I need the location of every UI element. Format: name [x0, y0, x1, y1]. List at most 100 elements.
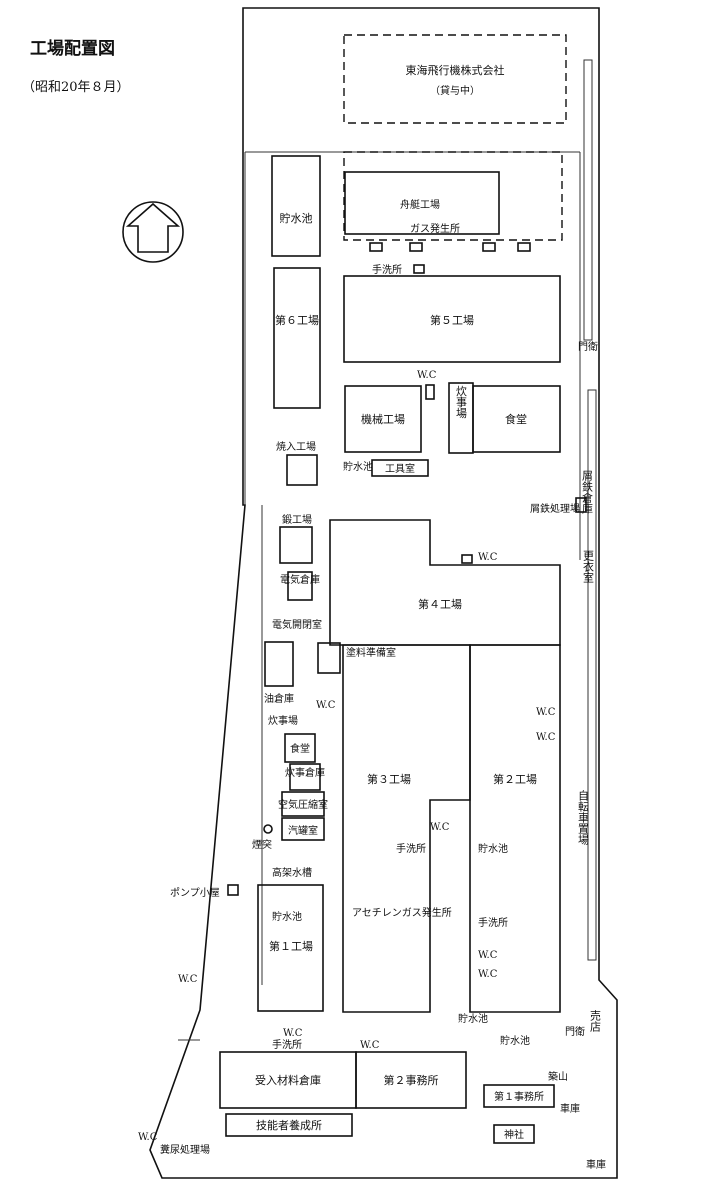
label-washroom-4: 手洗所: [272, 1038, 302, 1051]
label-wc-2: W.C: [478, 552, 498, 563]
label-machine: 機械工場: [361, 412, 405, 426]
label-bicycle: 自転車置場: [577, 790, 590, 846]
label-boiler: 汽罐室: [288, 824, 318, 837]
building-oil-storage: [264, 641, 294, 687]
label-factory-4: 第４工場: [418, 597, 462, 611]
label-tokai-sub: （貸与中）: [430, 84, 480, 97]
building-forge: [279, 526, 313, 564]
label-forge: 鍛工場: [282, 513, 312, 526]
label-reservoir: 貯水池: [280, 212, 313, 225]
label-office-2: 第２事務所: [384, 1073, 439, 1087]
label-dining: 食堂: [505, 412, 527, 426]
label-air: 空気圧縮室: [278, 798, 328, 811]
building-factory-2: [469, 644, 561, 1013]
page-subtitle: （昭和20年８月）: [22, 80, 130, 95]
building-factory-5: [343, 275, 561, 363]
label-wc-6: W.C: [430, 822, 450, 833]
label-oil: 油倉庫: [264, 692, 294, 705]
label-wc-4: W.C: [536, 707, 556, 718]
label-wc-8: W.C: [478, 969, 498, 980]
small-building: [482, 242, 496, 252]
label-wc-12: W.C: [138, 1132, 158, 1143]
label-quench: 焼入工場: [276, 440, 316, 453]
label-factory-6: 第６工場: [275, 313, 319, 327]
label-kitchen-storage: 炊事倉庫: [285, 766, 325, 779]
building-boat-factory: [344, 171, 500, 235]
building-electric-storage: [287, 571, 313, 601]
small-building: [369, 242, 383, 252]
building-factory-4: [329, 519, 561, 646]
label-scrap-proc: 屑鉄処理場: [530, 502, 580, 515]
building-dining: [472, 385, 561, 453]
site-boundary: [149, 7, 618, 1179]
building-factory-6: [273, 267, 321, 409]
label-wc-3: W.C: [316, 700, 336, 711]
label-electric-storage: 電気倉庫: [280, 573, 320, 586]
label-reservoir-5: 貯水池: [458, 1012, 488, 1025]
label-reservoir-6: 貯水池: [500, 1034, 530, 1047]
label-elevated-tank: 高架水槽: [272, 866, 312, 879]
label-kitchen: 炊事場: [455, 385, 468, 419]
label-wc-5: W.C: [536, 732, 556, 743]
building-reservoir-north: [271, 155, 321, 257]
building-factory-3: [342, 644, 471, 1013]
label-shop: 売店: [589, 1010, 602, 1032]
building-boiler: [281, 817, 325, 841]
label-electric-switch: 電気開閉室: [272, 618, 322, 631]
building-machine-factory: [344, 385, 422, 453]
building-quench: [286, 454, 318, 486]
building-office-1: [483, 1084, 555, 1108]
label-shrine: 神社: [504, 1128, 524, 1141]
label-garage-2: 車庫: [586, 1158, 606, 1171]
label-changing: 更衣室: [582, 550, 595, 583]
label-dining-west: 食堂: [290, 742, 310, 755]
label-tool: 工具室: [385, 462, 415, 475]
chimney-icon: [263, 824, 273, 834]
building-paint-prep: [317, 642, 341, 674]
small-building: [575, 497, 587, 513]
north-arrow-icon: [122, 201, 184, 263]
label-night-soil: 糞尿処理場: [160, 1143, 210, 1156]
building-air-compressor: [281, 791, 325, 817]
boundary-strip: [583, 59, 593, 341]
label-chimney: 煙突: [252, 838, 272, 851]
label-factory-1: 第１工場: [269, 939, 313, 953]
label-scrap-storage: 屑鉄倉庫: [581, 470, 594, 515]
building-kitchen-storage: [289, 763, 321, 791]
label-reservoir-4: 貯水池: [272, 910, 302, 923]
label-washroom-3: 手洗所: [478, 916, 508, 929]
building-dining-west: [284, 733, 316, 763]
small-building: [461, 554, 473, 564]
label-tokai: 東海飛行機株式会社: [406, 63, 505, 77]
label-factory-2: 第２工場: [493, 772, 537, 786]
label-reservoir-3: 貯水池: [478, 842, 508, 855]
label-gate-south: 門衛: [565, 1025, 585, 1038]
label-kitchen-west: 炊事場: [268, 714, 298, 727]
small-building: [517, 242, 531, 252]
label-paint: 塗料準備室: [346, 646, 396, 659]
label-pump: ポンプ小屋: [170, 887, 220, 899]
label-boat: 舟艇工場: [400, 198, 440, 211]
label-factory-5: 第５工場: [430, 313, 474, 327]
small-building: [227, 884, 239, 896]
boundary-strip: [587, 389, 597, 961]
label-washroom-2: 手洗所: [396, 842, 426, 855]
label-gate-north: 門衛: [578, 340, 598, 353]
label-acetylene: アセチレンガス発生所: [352, 906, 452, 919]
small-building: [413, 264, 425, 274]
label-wc-10: W.C: [283, 1028, 303, 1039]
label-gas: ガス発生所: [410, 222, 460, 235]
label-wc: W.C: [417, 370, 437, 381]
small-building: [425, 384, 435, 400]
label-training: 技能者養成所: [256, 1118, 322, 1132]
label-wc-7: W.C: [478, 950, 498, 961]
building-factory-1: [257, 884, 324, 1012]
label-wc-11: W.C: [360, 1040, 380, 1051]
page-title: 工場配置図: [30, 39, 115, 59]
small-building: [409, 242, 423, 252]
building-tool-room: [371, 459, 429, 477]
building-shrine: [493, 1124, 535, 1144]
label-tsukiyama: 築山: [548, 1070, 568, 1083]
building-training: [225, 1113, 353, 1137]
